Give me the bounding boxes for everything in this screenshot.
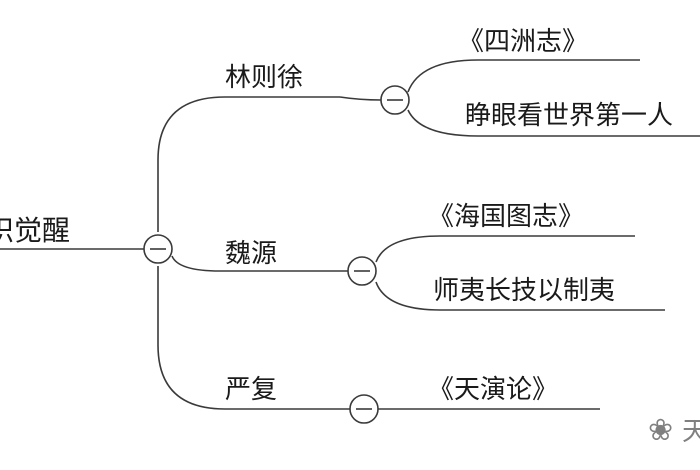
child-label-1-1: 《四洲志》 xyxy=(458,27,588,57)
edge-1-child-1 xyxy=(407,59,640,93)
edge-1-child-2 xyxy=(407,109,700,137)
child-label-2-2: 师夷长技以制夷 xyxy=(433,276,615,306)
edge-2-child-1 xyxy=(375,235,635,263)
branch-label-3: 严复 xyxy=(225,375,277,405)
watermark-logo-icon: ❀ xyxy=(648,413,673,448)
watermark-text: 天 xyxy=(682,417,700,447)
collapse-toggle-root[interactable] xyxy=(143,234,173,264)
root-spine-lower xyxy=(157,266,350,410)
collapse-toggle-branch-2[interactable] xyxy=(347,256,377,286)
collapse-toggle-branch-3[interactable] xyxy=(349,394,379,424)
root-spine xyxy=(157,96,340,232)
edge-2-child-2 xyxy=(375,281,665,311)
watermark: ❀ 天 xyxy=(648,413,700,448)
child-label-1-2: 睁眼看世界第一人 xyxy=(465,101,673,131)
edge-branch-2 xyxy=(171,255,348,272)
root-node-label: 识觉醒 xyxy=(0,214,70,247)
collapse-toggle-branch-1[interactable] xyxy=(380,85,410,115)
child-label-2-1: 《海国图志》 xyxy=(428,202,584,232)
branch-label-2: 魏源 xyxy=(225,239,277,269)
branch-label-1: 林则徐 xyxy=(225,63,303,93)
child-label-3-1: 《天演论》 xyxy=(428,375,558,405)
edge-branch-1 xyxy=(339,96,382,101)
